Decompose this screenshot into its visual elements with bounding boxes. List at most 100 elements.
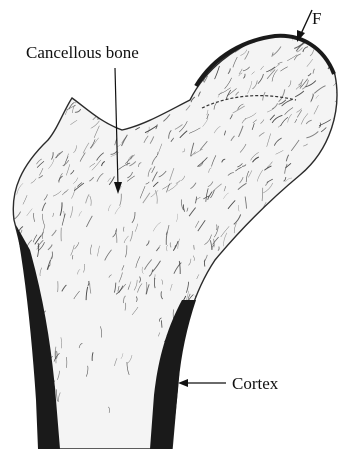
trabecula-stroke — [50, 107, 54, 112]
trabecula-stroke — [285, 397, 287, 406]
trabecula-stroke — [280, 278, 283, 285]
trabecula-stroke — [223, 349, 224, 361]
trabecula-stroke — [190, 362, 194, 369]
trabecula-stroke — [312, 174, 314, 180]
trabecula-stroke — [203, 392, 204, 405]
trabecula-stroke — [292, 392, 298, 401]
trabecula-stroke — [247, 296, 249, 305]
trabecula-stroke — [336, 255, 341, 261]
trabecula-stroke — [175, 46, 180, 53]
trabecula-stroke — [288, 328, 290, 339]
trabecula-stroke — [227, 349, 229, 362]
trabecula-stroke — [318, 170, 321, 177]
trabecula-stroke — [305, 241, 311, 249]
trabecula-stroke — [195, 34, 198, 38]
cortex-label: Cortex — [232, 374, 279, 393]
trabecula-stroke — [331, 207, 333, 219]
trabecula-stroke — [249, 286, 253, 295]
trabecula-stroke — [259, 336, 260, 342]
trabecula-stroke — [297, 197, 298, 203]
trabecula-stroke — [143, 43, 148, 53]
trabecula-stroke — [155, 38, 161, 41]
trabecula-stroke — [272, 276, 275, 282]
trabecula-stroke — [139, 111, 146, 119]
trabecula-stroke — [232, 311, 233, 325]
trabecula-stroke — [236, 299, 239, 303]
trabecula-stroke — [38, 62, 44, 74]
trabecula-stroke — [237, 36, 240, 44]
trabecula-stroke — [159, 75, 167, 84]
trabecula-stroke — [272, 239, 273, 248]
trabecula-stroke — [303, 337, 310, 346]
trabecula-stroke — [277, 337, 278, 344]
trabecula-stroke — [186, 39, 192, 45]
trabecula-stroke — [254, 328, 260, 340]
trabecula-stroke — [251, 331, 253, 337]
trabecula-stroke — [253, 339, 255, 350]
trabecula-stroke — [308, 308, 309, 321]
trabecula-stroke — [336, 320, 339, 330]
trabecula-stroke — [41, 28, 45, 36]
trabecula-stroke — [10, 347, 13, 356]
trabecula-stroke — [142, 58, 147, 64]
trabecula-stroke — [200, 58, 203, 66]
trabecula-stroke — [279, 345, 280, 350]
trabecula-stroke — [289, 298, 293, 305]
trabecula-stroke — [307, 295, 308, 307]
trabecula-stroke — [329, 325, 335, 337]
trabecula-stroke — [259, 407, 261, 411]
trabecula-stroke — [232, 301, 233, 310]
trabecula-stroke — [339, 115, 343, 119]
trabecula-stroke — [325, 175, 326, 180]
trabecula-stroke — [328, 40, 333, 47]
trabecula-stroke — [320, 199, 321, 206]
femur-bone — [9, 26, 345, 449]
trabecula-stroke — [12, 186, 14, 192]
trabecula-stroke — [331, 169, 333, 177]
trabecula-stroke — [301, 231, 303, 242]
trabecula-stroke — [286, 368, 289, 375]
trabecula-stroke — [210, 270, 217, 279]
trabecula-stroke — [228, 349, 230, 362]
trabecula-stroke — [221, 297, 223, 302]
trabecula-stroke — [319, 153, 326, 161]
trabecula-stroke — [335, 207, 336, 216]
trabecula-stroke — [298, 311, 301, 316]
trabecula-stroke — [317, 255, 319, 263]
trabecula-stroke — [55, 113, 60, 117]
trabecula-stroke — [274, 210, 278, 222]
trabecula-stroke — [298, 363, 301, 368]
trabecula-stroke — [37, 137, 43, 140]
trabecula-stroke — [336, 262, 338, 271]
trabecula-stroke — [145, 72, 147, 76]
trabecula-stroke — [111, 64, 117, 76]
trabecula-stroke — [31, 70, 34, 76]
trabecula-stroke — [317, 313, 319, 319]
trabecula-stroke — [35, 33, 46, 39]
trabecula-stroke — [294, 263, 297, 275]
cortex-annotation: Cortex — [178, 374, 279, 393]
trabecula-stroke — [202, 392, 203, 396]
trabecula-stroke — [329, 192, 332, 202]
trabecula-stroke — [245, 240, 249, 252]
trabecula-stroke — [298, 256, 303, 262]
trabecula-stroke — [205, 277, 211, 287]
trabecula-stroke — [334, 208, 337, 222]
trabecula-stroke — [333, 260, 336, 272]
trabecula-stroke — [250, 353, 252, 360]
trabecula-stroke — [223, 34, 230, 38]
trabecula-stroke — [311, 282, 316, 295]
trabecula-stroke — [161, 320, 162, 327]
trabecula-stroke — [227, 317, 229, 323]
trabecula-stroke — [47, 72, 50, 82]
trabecula-stroke — [30, 353, 31, 361]
trabecula-stroke — [329, 144, 333, 146]
trabecula-stroke — [250, 362, 251, 369]
trabecula-stroke — [309, 200, 315, 209]
trabecula-stroke — [11, 179, 15, 185]
trabecula-stroke — [324, 361, 325, 365]
trabecula-stroke — [317, 324, 318, 330]
trabecula-stroke — [198, 332, 201, 336]
trabecula-stroke — [31, 359, 32, 372]
